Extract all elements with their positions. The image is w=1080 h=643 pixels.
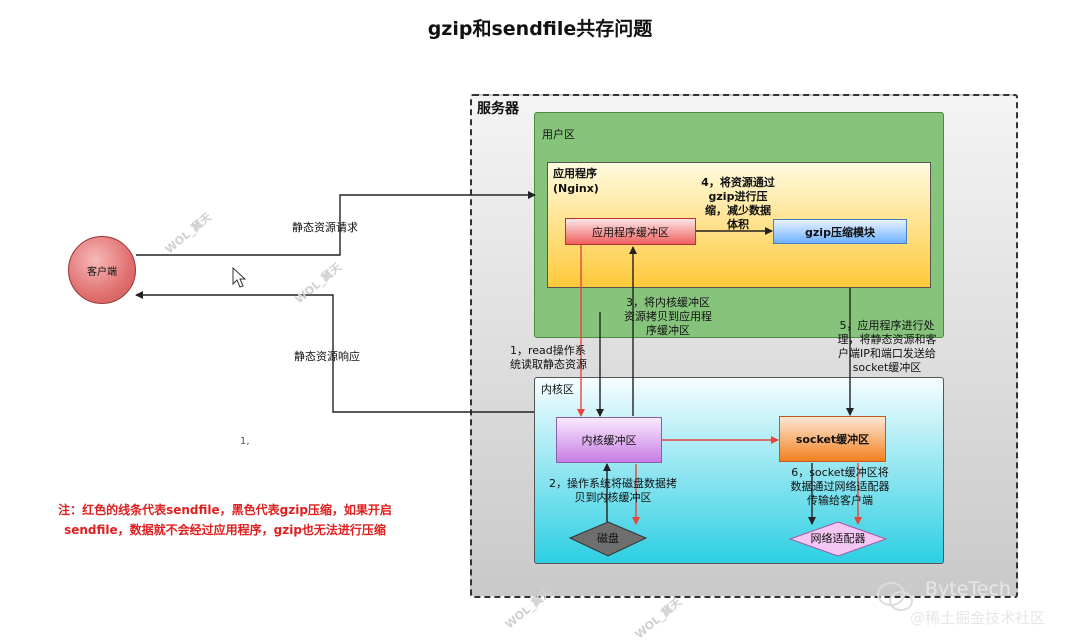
client-node: 客户端: [68, 236, 136, 304]
disk-label: 磁盘: [597, 532, 619, 545]
step4-line: 缩，减少数据: [705, 204, 771, 217]
nic-label: 网络适配器: [810, 532, 866, 545]
step1-line: 统读取静态资源: [510, 358, 587, 371]
server-label: 服务器: [477, 101, 519, 117]
request-label: 静态资源请求: [292, 221, 358, 234]
brand-subtitle: @稀土掘金技术社区: [910, 609, 1046, 627]
legend-note: 注：红色的线条代表sendfile，黑色代表gzip压缩，如果开启 sendfi…: [20, 500, 430, 540]
diagram-title: gzip和sendfile共存问题: [427, 18, 653, 40]
request-arrow: [136, 191, 536, 256]
step4-line: 4，将资源通过: [701, 176, 775, 189]
application-label-line1: 应用程序: [553, 167, 597, 180]
step3-label: 3，将内核缓冲区 资源拷贝到应用程 序缓冲区: [605, 296, 731, 338]
step5-line: 5，应用程序进行处: [839, 319, 935, 332]
kernel-buffer-node: 内核缓冲区: [556, 417, 662, 463]
step3-line: 序缓冲区: [646, 324, 690, 337]
step6-line: 传输给客户端: [807, 494, 873, 507]
brand-name: ByteTech: [925, 578, 1011, 600]
step2-line: 2，操作系统将磁盘数据拷: [549, 477, 677, 490]
step4-line: 体积: [727, 218, 749, 231]
step5-line: socket缓冲区: [852, 361, 922, 374]
step5-line: 户端IP和端口发送给: [838, 347, 936, 360]
step3-line: 资源拷贝到应用程: [624, 310, 712, 323]
step4-label: 4，将资源通过 gzip进行压 缩，减少数据 体积: [688, 176, 788, 232]
gzip-module-node: gzip压缩模块: [773, 219, 907, 244]
note-line: sendfile，数据就不会经过应用程序，gzip也无法进行压缩: [64, 523, 386, 537]
socket-buffer-node: socket缓冲区: [779, 416, 886, 462]
step2-label: 2，操作系统将磁盘数据拷 贝到内核缓冲区: [533, 477, 693, 505]
step4-line: gzip进行压: [708, 190, 768, 203]
app-buffer-node: 应用程序缓冲区: [565, 218, 696, 245]
mouse-cursor-icon: [232, 266, 247, 288]
user-zone-label: 用户区: [542, 128, 575, 141]
step5-line: 理，将静态资源和客: [837, 333, 937, 346]
step6-label: 6，socket缓冲区将 数据通过网络适配器 传输给客户端: [770, 466, 910, 508]
note-line: 注：红色的线条代表sendfile，黑色代表gzip压缩，如果开启: [58, 503, 392, 517]
step3-line: 3，将内核缓冲区: [626, 296, 710, 309]
application-label: 应用程序 (Nginx): [553, 166, 599, 196]
step1-label: 1，read操作系 统读取静态资源: [510, 344, 587, 372]
wechat-icon: [877, 582, 913, 611]
step2-line: 贝到内核缓冲区: [574, 491, 652, 504]
nic-shape: [788, 521, 888, 557]
application-label-line2: (Nginx): [553, 182, 599, 195]
step1-line: 1，read操作系: [510, 344, 586, 357]
disk-shape: [568, 521, 648, 557]
step6-line: 6，socket缓冲区将: [791, 466, 889, 479]
kernel-zone-label: 内核区: [541, 383, 574, 396]
stray-mark: 1,: [240, 436, 250, 447]
step6-line: 数据通过网络适配器: [790, 480, 890, 493]
response-arrow: [135, 291, 534, 413]
step5-label: 5，应用程序进行处 理，将静态资源和客 户端IP和端口发送给 socket缓冲区: [820, 319, 954, 375]
response-label: 静态资源响应: [294, 350, 360, 363]
kernel-zone: [534, 377, 944, 564]
